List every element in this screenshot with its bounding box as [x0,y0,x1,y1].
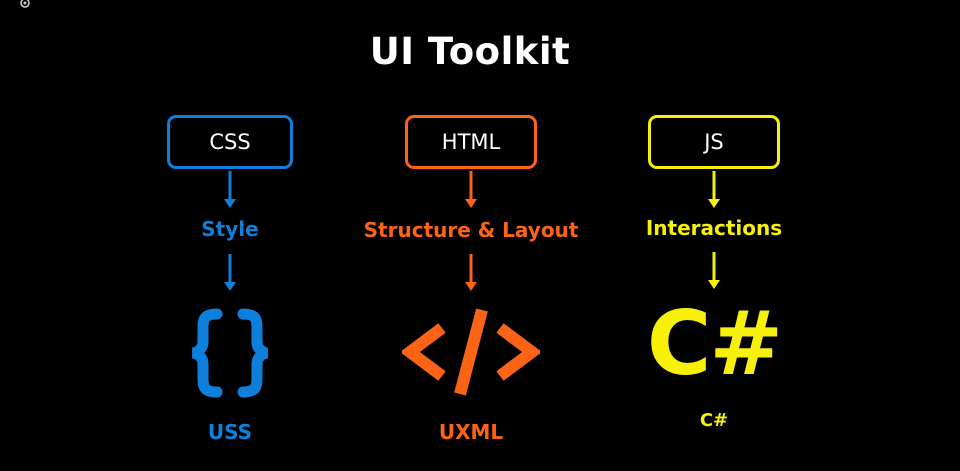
js-box-label: JS [704,130,724,154]
column-js: JS Interactions C# C# [594,0,834,471]
arrow-interactions-to-csharp [708,252,720,289]
curly-braces-icon [191,308,269,398]
arrow-js-to-interactions [708,171,720,208]
diagram-title: UI Toolkit [369,30,571,73]
csharp-icon: C# [646,292,783,395]
settings-icon [20,0,30,8]
css-mid-label: Style [201,217,259,241]
css-bottom-label: USS [207,420,253,444]
arrow-structure-to-uxml [465,254,477,291]
css-box: CSS [167,115,293,169]
code-tag-icon [402,308,540,396]
html-box: HTML [405,115,537,169]
js-box: JS [648,115,780,169]
arrow-html-to-structure [465,171,477,208]
js-bottom-label: C# [699,410,729,431]
html-bottom-label: UXML [438,420,504,444]
column-html: HTML Structure & Layout UXML [351,0,591,471]
arrow-css-to-style [224,171,236,208]
js-mid-label: Interactions [645,216,783,240]
html-mid-label: Structure & Layout [363,218,579,242]
css-box-label: CSS [209,130,251,154]
column-css: CSS Style USS [110,0,350,471]
arrow-style-to-uss [224,254,236,291]
html-box-label: HTML [441,130,501,154]
